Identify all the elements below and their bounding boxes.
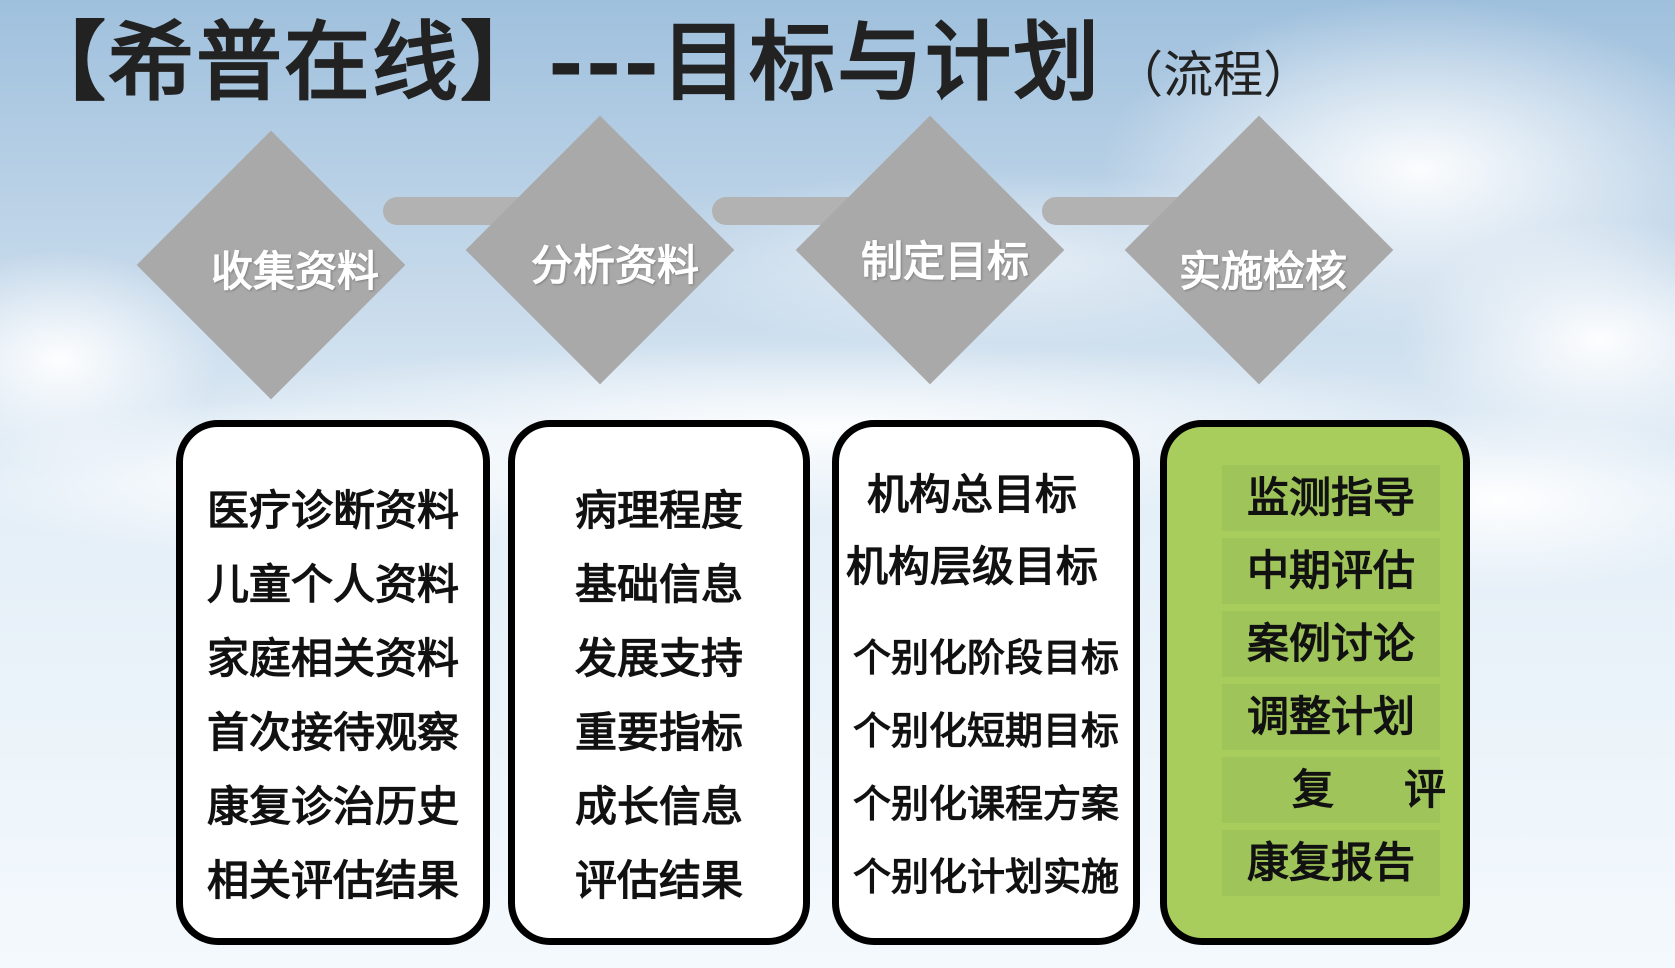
list-item: 相关评估结果 [206,856,459,905]
title-sub: （流程） [1113,46,1314,104]
page-title: 【希普在线】---目标与计划（流程） [20,8,1313,118]
list-item: 基础信息 [574,560,743,609]
list-item: 个别化短期目标 [852,708,1119,753]
title-main: 【希普在线】---目标与计划 [20,12,1102,113]
list-item: 机构层级目标 [845,542,1098,591]
list-item: 儿童个人资料 [206,560,459,609]
list-item: 评估结果 [574,856,743,905]
column-collect-box: 医疗诊断资料 儿童个人资料 家庭相关资料 首次接待观察 康复诊治历史 相关评估结… [176,420,490,945]
list-item: 首次接待观察 [206,708,459,757]
column-goals-box: 机构总目标 机构层级目标 个别化阶段目标 个别化短期目标 个别化课程方案 个别化… [832,420,1140,945]
list-item: 机构总目标 [866,470,1077,519]
step-label-implement: 实施检核 [1178,247,1347,296]
step-label-set-goals: 制定目标 [860,237,1029,286]
list-item: 案例讨论 [1222,611,1440,677]
list-item: 个别化阶段目标 [852,635,1119,680]
list-item: 医疗诊断资料 [206,486,459,535]
column-implement-box: 监测指导 中期评估 案例讨论 调整计划 复评 康复报告 [1160,420,1470,945]
step-label-collect: 收集资料 [210,247,379,296]
list-item: 个别化课程方案 [852,781,1119,826]
list-item: 成长信息 [574,782,743,831]
list-item: 个别化计划实施 [852,854,1119,899]
list-item: 中期评估 [1222,538,1440,604]
list-item: 复评 [1222,757,1446,823]
step-label-analyze: 分析资料 [530,241,699,290]
list-item: 监测指导 [1222,465,1440,531]
list-item: 病理程度 [574,486,743,535]
list-item: 重要指标 [574,708,743,757]
column-analyze-box: 病理程度 基础信息 发展支持 重要指标 成长信息 评估结果 [508,420,810,945]
list-item: 康复诊治历史 [206,782,459,831]
list-item: 发展支持 [574,634,743,683]
list-item: 康复报告 [1222,830,1440,896]
list-item: 家庭相关资料 [206,634,459,683]
list-item: 调整计划 [1222,684,1440,750]
